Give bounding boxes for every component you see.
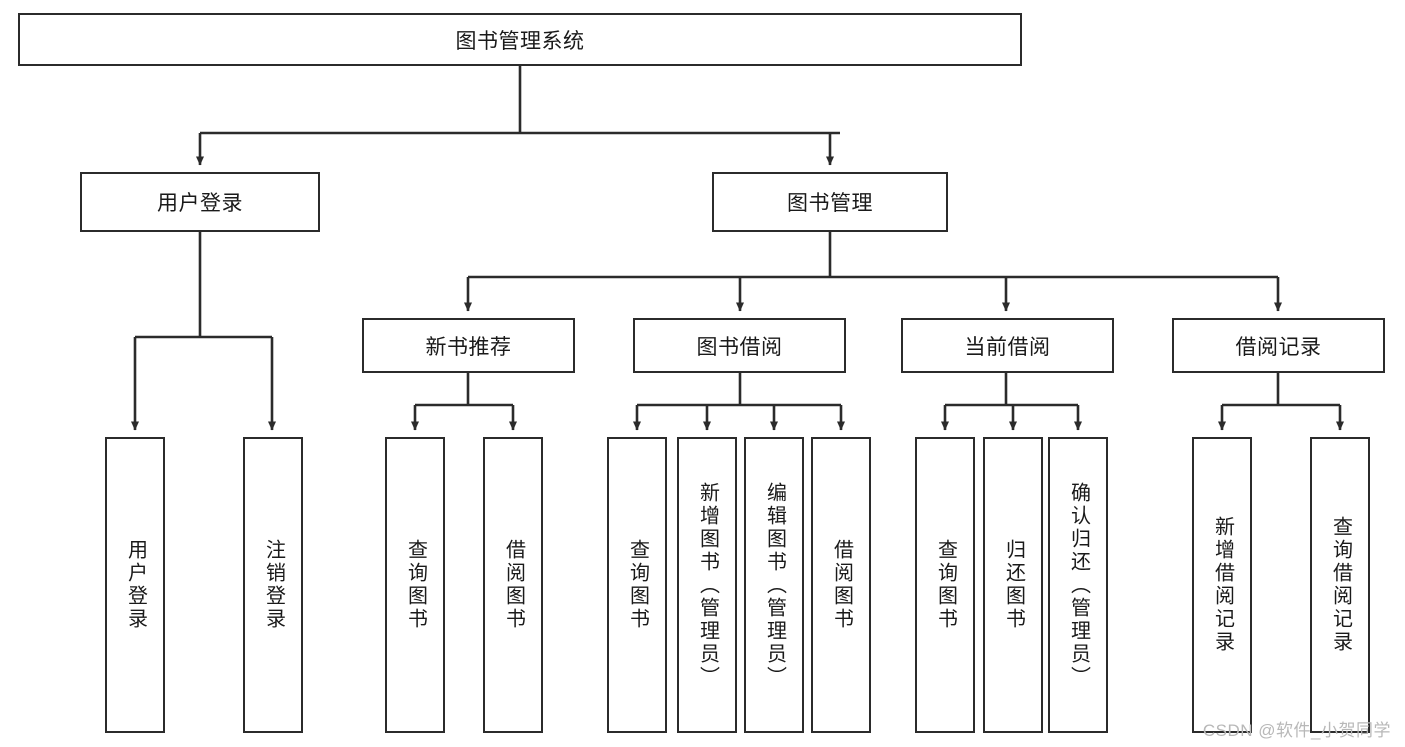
leaf-label: 借阅图书 [830,539,853,631]
leaf-node-borrow-book-1[interactable]: 借阅图书 [483,437,543,733]
leaf-node-query-book-2[interactable]: 查询图书 [607,437,667,733]
leaf-label: 查询图书 [626,539,649,631]
leaf-label: 确认归还（管理员） [1067,481,1090,689]
node-label: 借阅记录 [1235,335,1322,359]
node-user-login[interactable]: 用户登录 [80,172,320,232]
leaf-node-add-record[interactable]: 新增借阅记录 [1192,437,1252,733]
leaf-label: 注销登录 [262,539,285,631]
leaf-node-query-book-3[interactable]: 查询图书 [915,437,975,733]
leaf-label: 归还图书 [1002,539,1025,631]
node-borrow-record[interactable]: 借阅记录 [1172,318,1385,373]
leaf-label: 用户登录 [124,539,147,631]
leaf-label: 查询图书 [934,539,957,631]
leaf-label: 新增图书（管理员） [696,481,719,689]
node-current-borrow[interactable]: 当前借阅 [901,318,1114,373]
leaf-label: 新增借阅记录 [1211,516,1234,654]
node-new-book-recommend[interactable]: 新书推荐 [362,318,575,373]
leaf-node-borrow-book-2[interactable]: 借阅图书 [811,437,871,733]
node-label: 图书管理 [787,192,873,215]
node-label: 图书借阅 [696,335,783,359]
leaf-node-edit-book[interactable]: 编辑图书（管理员） [744,437,804,733]
leaf-node-logout[interactable]: 注销登录 [243,437,303,733]
leaf-node-return-book[interactable]: 归还图书 [983,437,1043,733]
node-book-borrow[interactable]: 图书借阅 [633,318,846,373]
leaf-node-user-login[interactable]: 用户登录 [105,437,165,733]
node-label: 新书推荐 [425,335,512,359]
node-label: 当前借阅 [964,335,1051,359]
leaf-label: 借阅图书 [502,539,525,631]
leaf-label: 查询借阅记录 [1329,516,1352,654]
node-label: 图书管理系统 [455,29,585,53]
leaf-label: 编辑图书（管理员） [763,481,786,689]
node-label: 用户登录 [157,192,243,215]
node-book-management-system[interactable]: 图书管理系统 [18,13,1022,66]
leaf-node-query-record[interactable]: 查询借阅记录 [1310,437,1370,733]
leaf-node-add-book[interactable]: 新增图书（管理员） [677,437,737,733]
leaf-node-confirm-return[interactable]: 确认归还（管理员） [1048,437,1108,733]
leaf-label: 查询图书 [404,539,427,631]
node-book-management[interactable]: 图书管理 [712,172,948,232]
leaf-node-query-book-1[interactable]: 查询图书 [385,437,445,733]
